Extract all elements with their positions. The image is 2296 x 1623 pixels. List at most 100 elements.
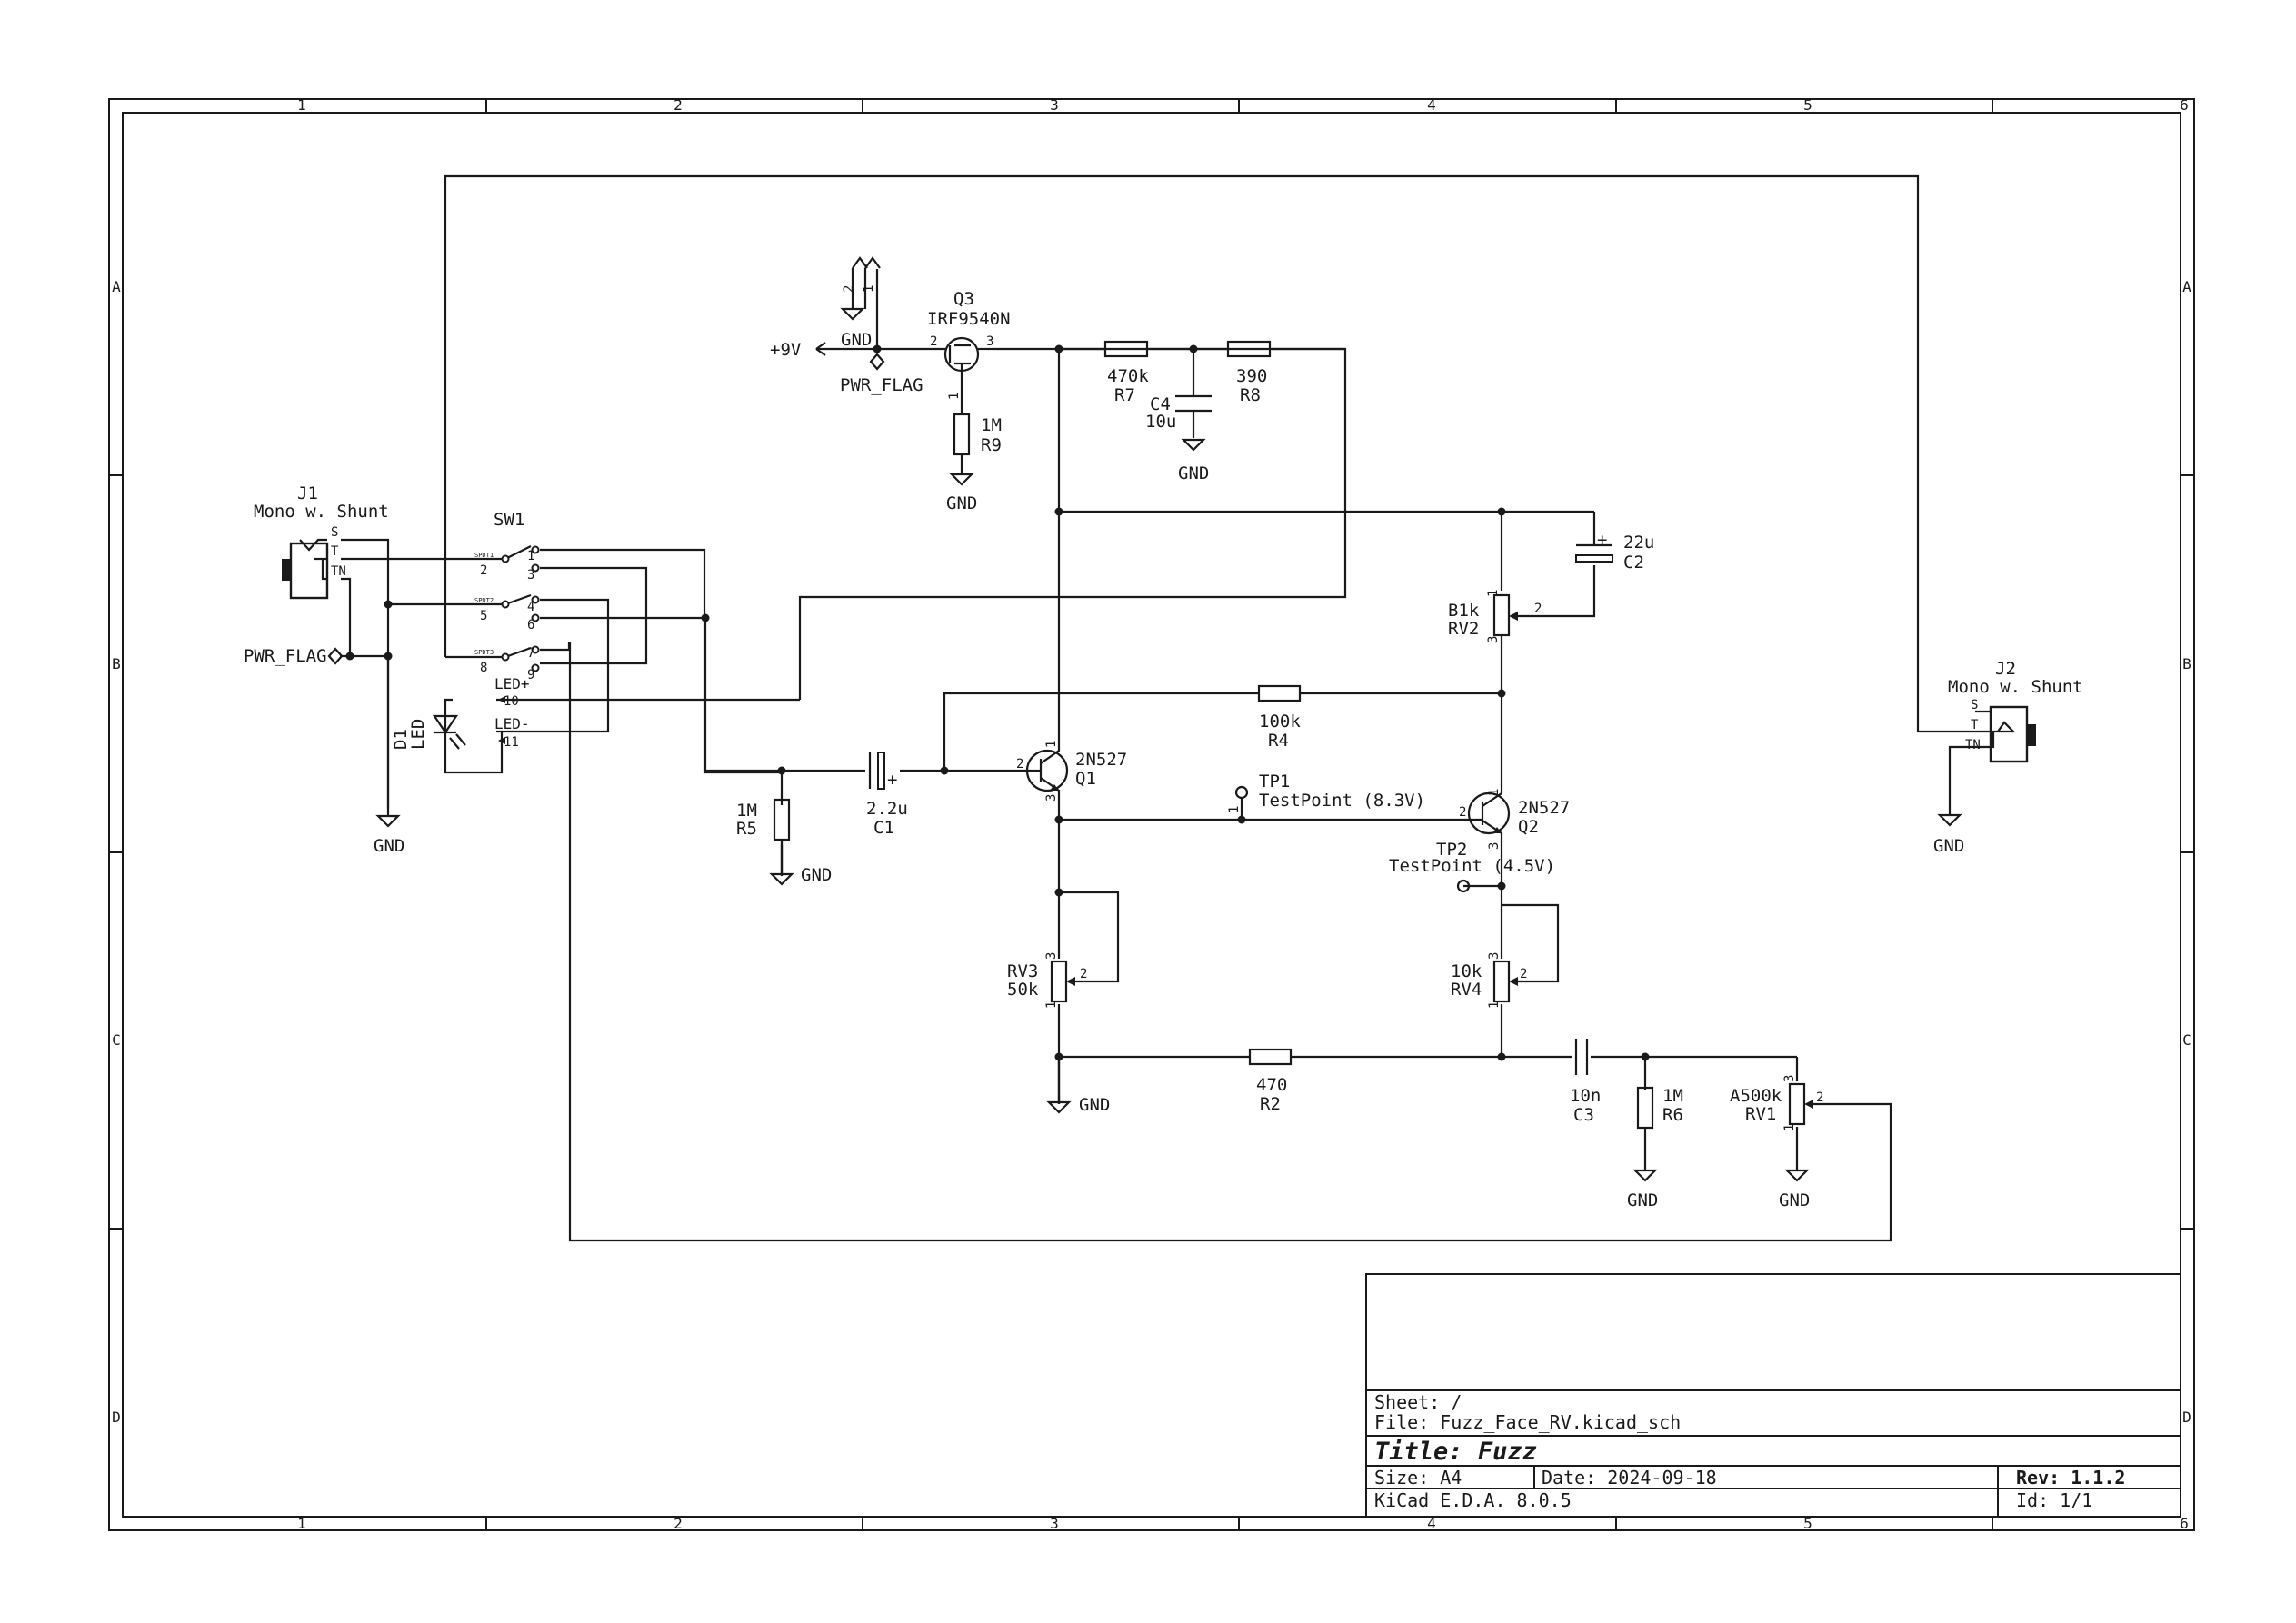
power-flag-label: PWR_FLAG	[840, 375, 923, 395]
value-label: 2N527	[1075, 750, 1127, 770]
sheet-name: Sheet: /	[1374, 1391, 1462, 1413]
value-label: IRF9540N	[927, 309, 1011, 329]
title-label: Title: Fuzz	[1374, 1438, 1537, 1466]
row-label: A	[2182, 278, 2191, 295]
pin-label: 1	[1782, 1124, 1797, 1131]
ref-label: R5	[736, 819, 757, 839]
potentiometer-rv4: 10k RV4 2 3 1	[1451, 952, 1527, 1009]
gnd-label: GND	[841, 330, 872, 350]
pin-label: 2	[1459, 805, 1466, 820]
gnd-label: GND	[801, 865, 832, 885]
col-label: 6	[2180, 96, 2189, 114]
pin-label: 9	[527, 668, 534, 682]
section-label: SPDT3	[474, 649, 494, 656]
ref-label: R6	[1662, 1105, 1683, 1125]
ref-label: R7	[1114, 385, 1135, 405]
section-label: SPDT2	[474, 597, 494, 604]
row-label: D	[112, 1409, 121, 1426]
pin-label: 8	[480, 661, 487, 675]
pin-label: 10	[504, 694, 519, 709]
power-flag-top: 2 1 GND PWR_FLAG	[840, 256, 923, 395]
ref-label: TP1	[1259, 772, 1290, 792]
pin-label: 7	[527, 646, 534, 661]
capacitor-c1: + 2.2u C1	[866, 752, 908, 838]
pin-label: 1	[1487, 789, 1502, 796]
wires	[340, 174, 1975, 1242]
gnd-label: GND	[374, 836, 404, 856]
value-label: 2.2u	[866, 799, 908, 819]
sheet-id: Id: 1/1	[2016, 1489, 2092, 1511]
pin-label: 3	[1487, 842, 1502, 850]
value-label: LED	[408, 719, 428, 750]
pin-label: 2	[1016, 757, 1023, 772]
ref-label: C4	[1150, 394, 1171, 414]
value-label: TestPoint (8.3V)	[1259, 791, 1425, 811]
col-label: 1	[297, 1515, 306, 1532]
pin-label: T	[331, 544, 339, 559]
ref-label: J1	[297, 483, 318, 503]
col-label: 2	[674, 96, 683, 114]
ref-label: R9	[981, 435, 1002, 455]
pin-label: 3	[1486, 636, 1501, 643]
col-label: 1	[297, 96, 306, 114]
ref-label: RV2	[1448, 619, 1479, 639]
pin-label: 3	[1044, 794, 1059, 802]
value-label: 1M	[981, 415, 1002, 435]
pin-label: 1	[1044, 1001, 1059, 1009]
col-label: 2	[674, 1515, 683, 1532]
resistor-r6: 1M R6 GND	[1627, 1086, 1683, 1210]
pin-label: 2	[930, 334, 937, 349]
vcc-symbol: +9V	[770, 340, 826, 360]
pin-label: 1	[862, 285, 876, 293]
value-label: 2N527	[1518, 798, 1570, 818]
jack-j2: J2 Mono w. Shunt S T TN GND	[1933, 659, 2083, 856]
row-label: D	[2182, 1409, 2191, 1426]
col-label: 4	[1427, 96, 1436, 114]
pin-label: 6	[527, 618, 534, 632]
pin-label: S	[1971, 698, 1978, 712]
gnd-label: GND	[1627, 1190, 1658, 1210]
value-label: Mono w. Shunt	[1948, 677, 2083, 697]
value-label: 50k	[1007, 980, 1039, 1000]
ref-label: RV4	[1451, 980, 1482, 1000]
ref-label: Q1	[1075, 769, 1096, 789]
value-label: 390	[1236, 366, 1267, 386]
file-name: File: Fuzz_Face_RV.kicad_sch	[1374, 1411, 1681, 1433]
value-label: 1M	[1662, 1086, 1683, 1106]
sheet-date: Date: 2024-09-18	[1542, 1467, 1717, 1489]
value-label: 10k	[1451, 961, 1482, 981]
resistor-r4: 100k R4	[1257, 684, 1301, 751]
potentiometer-rv1: A500k RV1 2 3 1 GND	[1730, 1075, 1823, 1210]
pin-label: TN	[331, 564, 346, 579]
svg-text:+: +	[1597, 530, 1607, 550]
ref-label: C3	[1573, 1105, 1594, 1125]
row-label: B	[112, 655, 121, 672]
pin-label: T	[1971, 718, 1979, 732]
row-label: B	[2182, 655, 2191, 672]
resistor-r7: 470k R7	[1103, 340, 1149, 405]
value-label: B1k	[1448, 601, 1480, 621]
col-label: 6	[2180, 1515, 2189, 1532]
gnd-symbol: GND	[374, 814, 404, 856]
pin-label: 2	[1534, 602, 1542, 616]
ref-label: RV3	[1007, 961, 1038, 981]
drawing-frame: 1 2 3 4 5 6 1 2 3 4 5 6 A B C D A B C D	[108, 96, 2195, 1532]
potentiometer-rv3: RV3 50k 2 3 1 GND	[1007, 952, 1110, 1115]
sheet-size: Size: A4	[1374, 1467, 1462, 1489]
switch-sw1: SW1 2 1 3 5 4 6 8 7 9 10 11 SPDT1	[474, 510, 540, 750]
tool-version: KiCad E.D.A. 8.0.5	[1374, 1489, 1572, 1511]
pin-label: S	[331, 525, 338, 540]
svg-text:+: +	[887, 770, 897, 790]
resistor-r2: 470 R2	[1248, 1048, 1293, 1114]
col-label: 5	[1803, 1515, 1812, 1532]
gnd-label: GND	[1779, 1190, 1810, 1210]
ref-label: J2	[1995, 659, 2016, 679]
title-block: Sheet: / File: Fuzz_Face_RV.kicad_sch Ti…	[1365, 1273, 2181, 1518]
pin-label: 11	[504, 735, 519, 750]
pin-label: 4	[527, 600, 534, 614]
row-label: C	[112, 1031, 121, 1049]
ref-label: Q3	[953, 289, 974, 309]
resistor-r5: 1M R5 GND	[736, 798, 832, 886]
pin-label: 3	[986, 334, 993, 349]
